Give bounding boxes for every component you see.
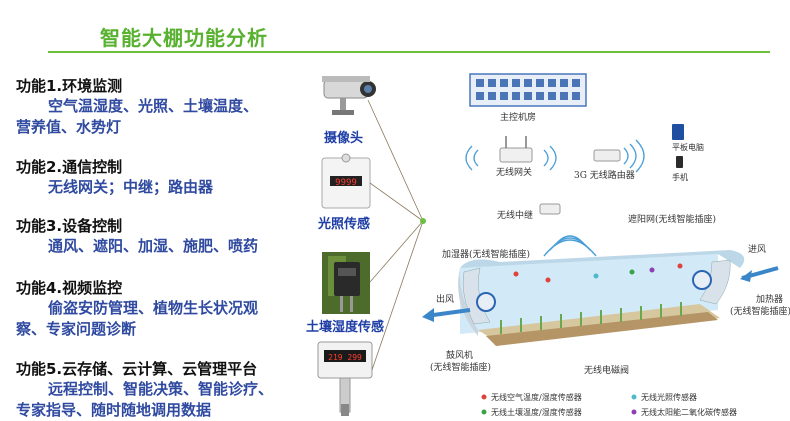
feature-detail: 无线网关；中继；路由器 — [48, 178, 214, 196]
server-rack-icon — [469, 73, 587, 107]
router-icon — [593, 149, 621, 162]
gateway-label: 无线网关 — [496, 166, 532, 178]
wind-out-arrowhead — [422, 308, 434, 322]
feature-heading: 功能3.设备控制 — [16, 217, 123, 235]
camera-image — [322, 76, 376, 115]
light-display: 9999 — [335, 178, 357, 188]
feature-5: 功能5.云存储、云计算、云管理平台 远程控制、智能决策、智能诊疗、 专家指导、随… — [16, 359, 316, 421]
relay-icon — [539, 203, 561, 215]
humidifier-label: 加湿器(无线智能插座) — [442, 248, 530, 260]
wifi-waves-icon — [465, 139, 645, 173]
relay-label: 无线中继 — [497, 209, 533, 221]
legend-marker — [481, 409, 487, 415]
feature-detail: 营养值、水势灯 — [16, 118, 122, 136]
light-sensor-label: 光照传感 — [318, 217, 371, 232]
legend-label: 无线空气温度/湿度传感器 — [491, 392, 582, 402]
temp-humidity-sensor-image: 219 299 — [317, 341, 373, 416]
feature-heading: 功能1.环境监测 — [16, 77, 123, 95]
camera-label: 摄像头 — [324, 131, 364, 146]
feature-heading: 功能2.通信控制 — [16, 158, 123, 176]
greenhouse-icon — [458, 250, 745, 346]
feature-4: 功能4.视频监控 偷盗安防管理、植物生长状况观 察、专家问题诊断 — [16, 278, 316, 340]
hub-node — [420, 218, 426, 224]
legend-marker — [631, 394, 637, 400]
title-underline — [48, 51, 770, 53]
relay-waves-icon — [543, 235, 597, 257]
valve-label: 无线电磁阀 — [584, 364, 629, 376]
legend-marker — [481, 394, 487, 400]
feature-detail: 察、专家问题诊断 — [16, 320, 137, 338]
legend-label: 无线太阳能二氧化碳传感器 — [641, 407, 737, 417]
legend-label: 无线土壤温度/湿度传感器 — [491, 407, 582, 417]
shade-label: 遮阳网(无线智能插座) — [628, 213, 716, 225]
wind-in-label: 进风 — [748, 244, 766, 255]
legend-marker — [631, 409, 637, 415]
temp-display: 219 299 — [328, 353, 362, 362]
legend: 无线空气温度/湿度传感器 无线光照传感器 无线土壤温度/湿度传感器 无线太阳能二… — [481, 392, 737, 417]
phone-icon — [676, 156, 683, 168]
feature-detail: 通风、遮阳、加湿、施肥、喷药 — [48, 237, 259, 255]
tablet-label: 平板电脑 — [672, 142, 704, 152]
fan-label: 鼓风机 — [446, 349, 473, 361]
page-title: 智能大棚功能分析 — [100, 26, 268, 50]
wind-in-arrowhead — [740, 270, 752, 282]
router-label: 3G 无线路由器 — [574, 169, 635, 181]
soil-sensor-image — [322, 252, 370, 314]
heater-label: 加热器 — [756, 293, 783, 305]
legend-label: 无线光照传感器 — [641, 392, 697, 402]
heater-sublabel: (无线智能插座) — [730, 305, 790, 317]
feature-3: 功能3.设备控制 通风、遮阳、加湿、施肥、喷药 — [16, 216, 316, 257]
feature-detail: 专家指导、随时随地调用数据 — [16, 401, 212, 419]
feature-heading: 功能4.视频监控 — [16, 279, 123, 297]
phone-label: 手机 — [672, 172, 688, 182]
soil-sensor-label: 土壤湿度传感 — [306, 320, 385, 335]
tablet-icon — [672, 124, 684, 140]
feature-detail: 偷盗安防管理、植物生长状况观 — [48, 299, 259, 317]
feature-1: 功能1.环境监测 空气温湿度、光照、土壤温度、 营养值、水势灯 — [16, 76, 316, 138]
wind-out-label: 出风 — [436, 293, 454, 305]
server-label: 主控机房 — [500, 111, 536, 123]
feature-detail: 空气温湿度、光照、土壤温度、 — [48, 97, 259, 115]
gateway-icon — [499, 136, 533, 163]
feature-2: 功能2.通信控制 无线网关；中继；路由器 — [16, 157, 316, 198]
fan-sublabel: (无线智能插座) — [430, 361, 491, 373]
feature-heading: 功能5.云存储、云计算、云管理平台 — [16, 360, 258, 378]
light-sensor-image: 9999 — [321, 153, 371, 209]
feature-detail: 远程控制、智能决策、智能诊疗、 — [48, 380, 274, 398]
connection-lines — [367, 99, 424, 371]
